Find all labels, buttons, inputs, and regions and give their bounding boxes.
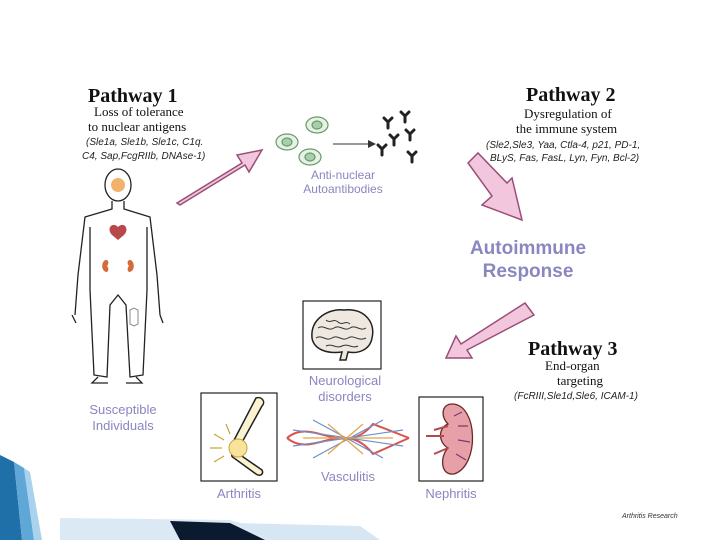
source-credit: Arthritis Research	[622, 513, 678, 520]
vasculitis-label: Vasculitis	[321, 469, 375, 484]
pathway2-genes-line2: BLyS, Fas, FasL, Lyn, Fyn, Bcl-2)	[490, 153, 640, 164]
susceptible-label-line2: Individuals	[92, 418, 154, 433]
pathway3-title: Pathway 3	[528, 338, 618, 360]
arrow-pathway1-icon	[175, 148, 264, 206]
arrow-pathway3-icon	[444, 301, 536, 359]
pathway1-title: Pathway 1	[88, 85, 178, 107]
arthritis-label: Arthritis	[216, 486, 262, 501]
vasculitis-illustration	[286, 419, 410, 459]
susceptible-label-line1: Susceptible	[89, 402, 157, 417]
pathway2-title: Pathway 2	[526, 84, 616, 106]
antibody-icon	[376, 110, 418, 164]
brain-illustration	[302, 300, 382, 370]
autoimmune-response-line2: Response	[482, 261, 574, 282]
brain-spot-icon	[111, 178, 125, 192]
arrow-pathway2-icon	[467, 151, 524, 222]
pathway3-genes: (FcRIII,Sle1d,Sle6, ICAM-1)	[514, 391, 638, 402]
knee-joint-icon	[129, 307, 139, 327]
pathway1-genes-line2: C4, Sap,FcgRIIb, DNAse-1)	[82, 151, 206, 162]
arthritis-illustration	[200, 392, 278, 482]
pathway3-line1: End-organ	[545, 358, 600, 373]
kidney-illustration	[418, 396, 484, 482]
pathway2-line2: the immune system	[516, 121, 618, 136]
neurological-label-line2: disorders	[318, 389, 372, 404]
cells-and-antibodies-illustration	[275, 110, 418, 166]
pathway2-genes-line1: (Sle2,Sle3, Yaa, Ctla-4, p21, PD-1,	[486, 140, 641, 151]
human-figure-illustration	[71, 168, 164, 384]
pathway1-genes-line1: (Sle1a, Sle1b, Sle1c, C1q.	[86, 137, 204, 148]
pathway1-line2: to nuclear antigens	[88, 119, 187, 134]
antinuclear-label-line2: Autoantibodies	[303, 182, 383, 196]
heart-icon	[109, 224, 127, 240]
nephritis-label: Nephritis	[425, 486, 477, 501]
pathway1-line1: Loss of tolerance	[94, 104, 184, 119]
pathway2-line1: Dysregulation of	[524, 106, 612, 121]
cell-icon	[275, 116, 329, 166]
kidneys-icon	[102, 260, 134, 272]
antinuclear-label-line1: Anti-nuclear	[310, 168, 376, 182]
autoimmune-response-line1: Autoimmune	[469, 238, 587, 259]
pathway3-line2: targeting	[557, 373, 603, 388]
neurological-label-line1: Neurological	[308, 373, 382, 388]
